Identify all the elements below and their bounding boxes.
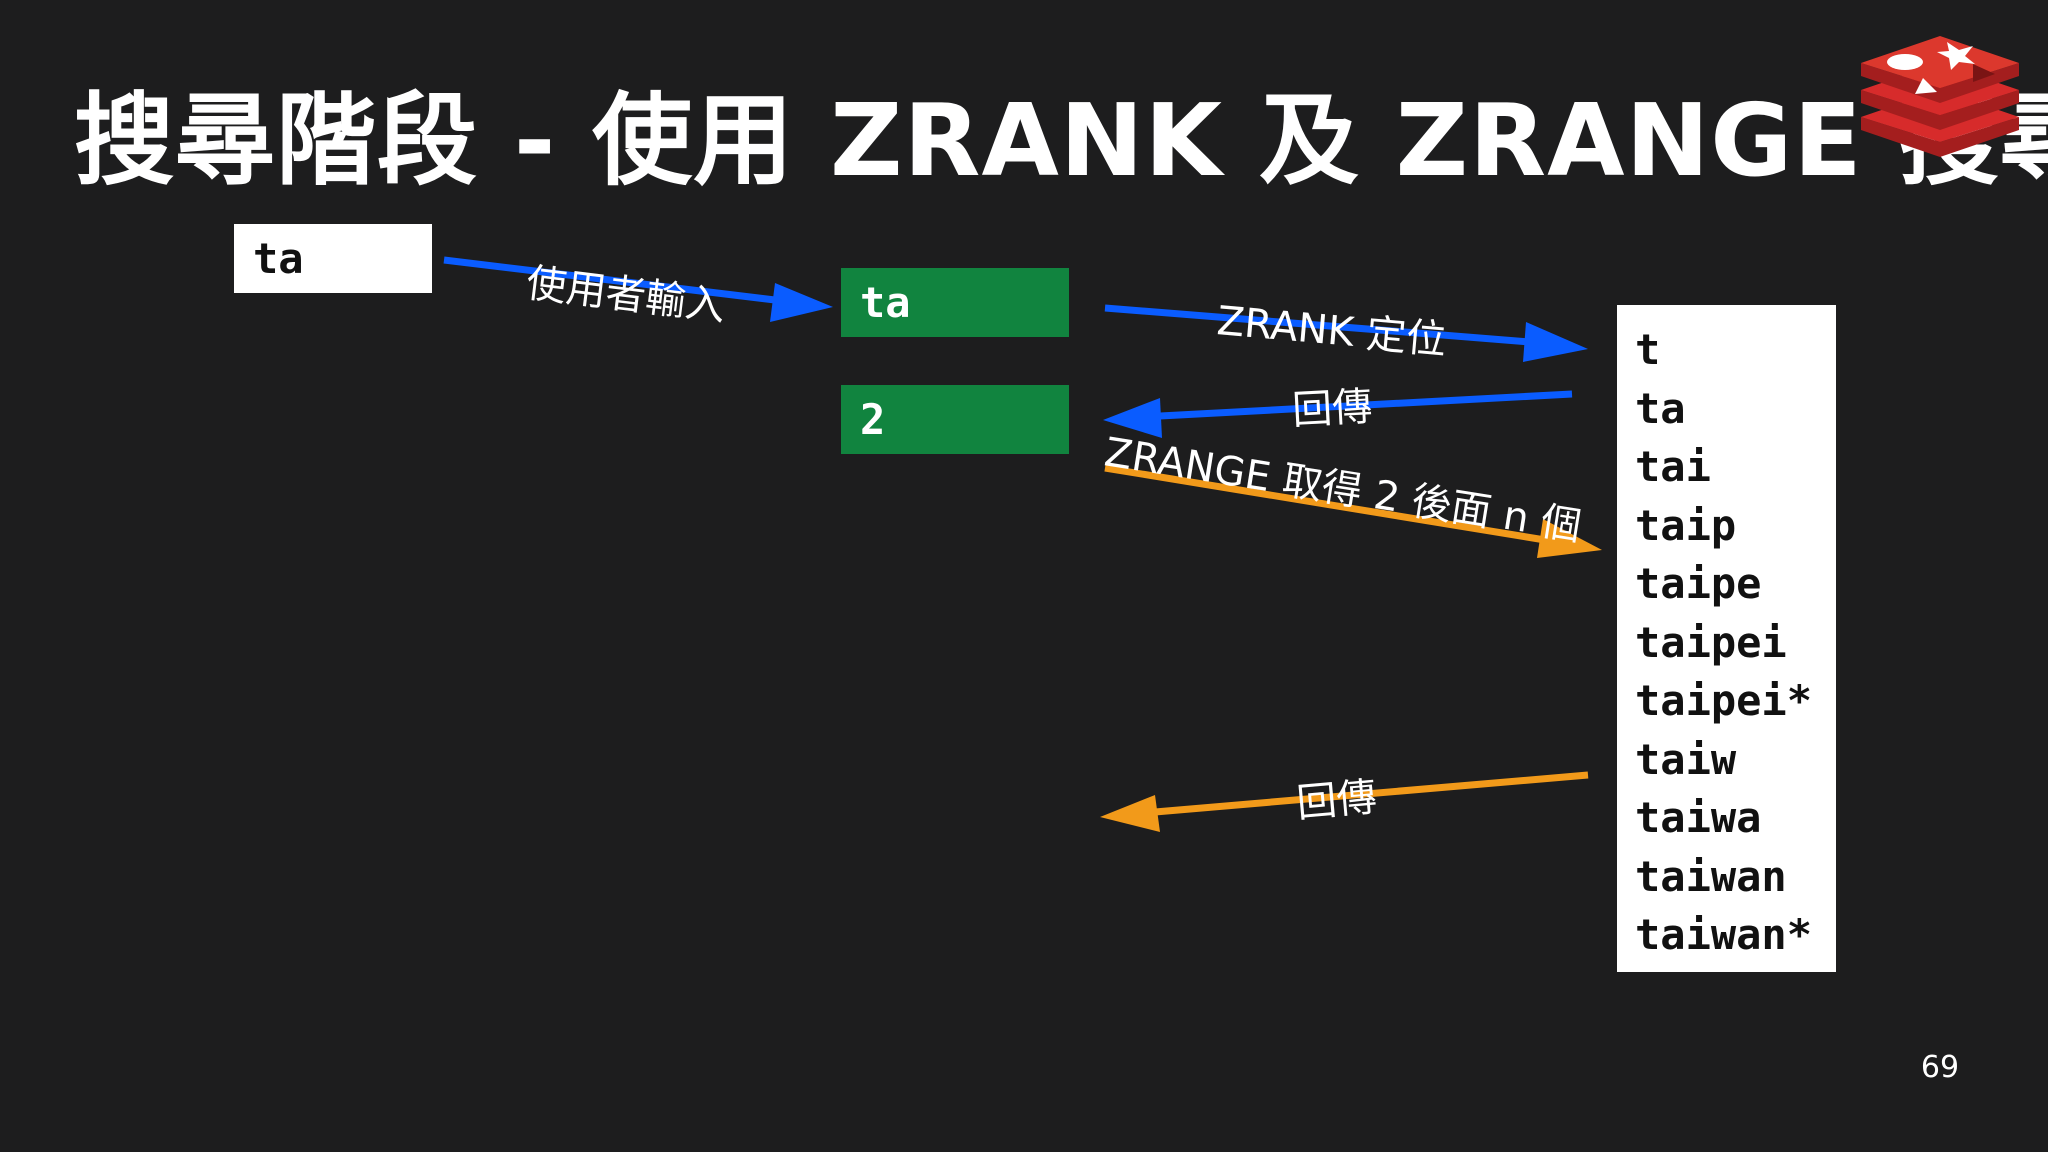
list-item: taiwan [1635,851,1787,901]
list-item: taipei [1635,617,1787,667]
list-item: taipei* [1635,676,1813,725]
return-rank-label: 回傳 [1291,384,1373,434]
redis-logo-icon [1861,36,2019,157]
list-item: taip [1635,500,1737,550]
rank-result-box: 2 [841,385,1069,454]
list-item: taiwa [1635,793,1762,842]
zrange-label: ZRANGE 取得 2 後面 n 個 [1101,429,1584,550]
list-item: taipe [1635,559,1762,608]
list-item: tai [1635,442,1711,491]
user-input-arrow [443,256,833,322]
list-item: taiw [1635,734,1737,784]
list-item: t [1635,325,1661,374]
slide-title: 搜尋階段 - 使用 ZRANK 及 ZRANGE 搜尋 [74,82,2048,199]
query-prefix-box: ta [841,268,1069,337]
zrank-arrow [1104,304,1588,362]
return-results-arrow [1100,771,1589,832]
return-results-label: 回傳 [1295,774,1379,827]
user-input-box: ta [234,224,432,293]
user-input-label: 使用者輸入 [524,260,728,330]
return-rank-arrow [1103,390,1573,438]
zrange-arrow [1104,464,1602,558]
page-number: 69 [1920,1050,1960,1085]
sorted-set-list: t ta tai taip taipe taipei taipei* taiw … [1617,305,1836,972]
list-item: ta [1635,383,1686,433]
zrank-label: ZRANK 定位 [1215,298,1448,364]
list-item: taiwan* [1635,910,1813,959]
